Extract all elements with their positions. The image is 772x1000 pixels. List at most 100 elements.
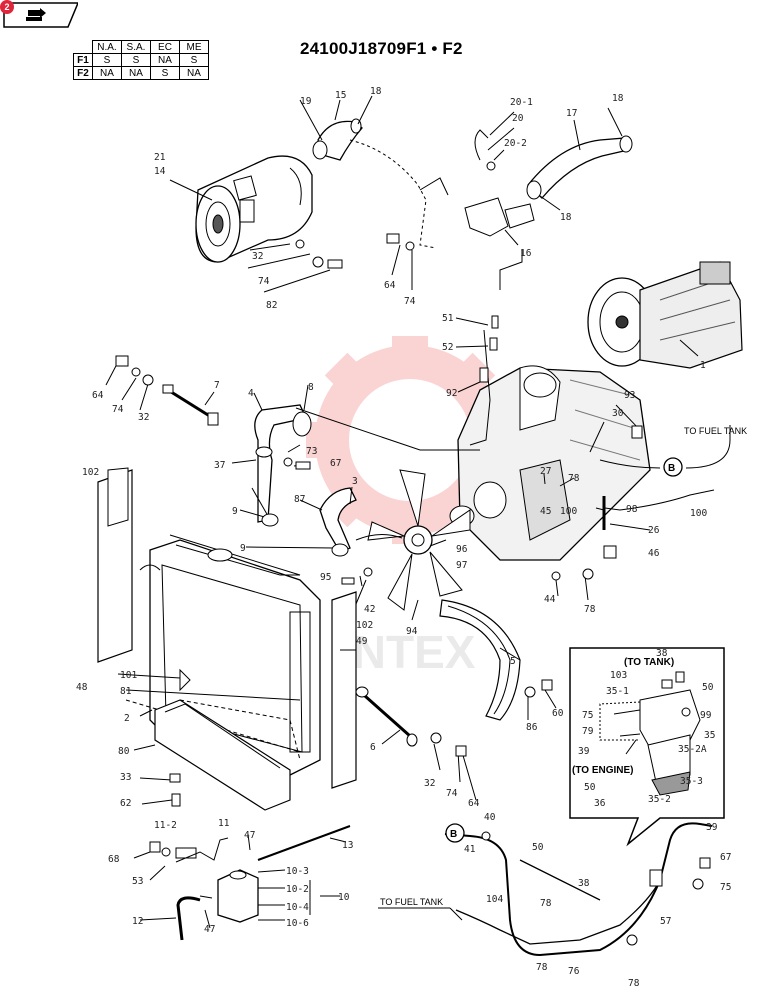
part-callout: 20 <box>512 113 524 124</box>
part-callout: 47 <box>204 924 215 935</box>
part-callout: 12 <box>132 916 143 927</box>
part-callout: 75 <box>582 710 593 721</box>
part-callout: 10-4 <box>286 902 309 913</box>
part-callout: 5 <box>510 656 516 667</box>
part-callout: 32 <box>424 778 435 789</box>
to-engine-label: (TO ENGINE) <box>572 765 633 776</box>
part-callout: 60 <box>552 708 564 719</box>
part-callout: 86 <box>526 722 538 733</box>
part-callout: 102 <box>82 467 99 478</box>
part-callout: 102 <box>356 620 373 631</box>
part-callout: 80 <box>118 746 130 757</box>
cooling-fan <box>367 469 471 611</box>
page-badge: 2 <box>0 0 14 14</box>
connector-b-label: B <box>668 463 675 474</box>
part-callout: 97 <box>456 560 467 571</box>
part-callout: 18 <box>370 86 382 97</box>
part-callout: 19 <box>300 96 312 107</box>
air-cleaner <box>195 155 313 263</box>
to-tank-label: (TO TANK) <box>624 657 674 668</box>
part-callout: 1 <box>700 360 706 371</box>
radiator-hose-upper <box>254 404 307 523</box>
part-callout: 3 <box>352 476 358 487</box>
part-callout: 73 <box>306 446 317 457</box>
engine-block <box>449 365 651 561</box>
pointer-hand-icon <box>28 8 46 18</box>
part-callout: 81 <box>120 686 132 697</box>
part-callout: 26 <box>648 525 660 536</box>
part-callout: 20-2 <box>504 138 527 149</box>
part-callout: 17 <box>566 108 577 119</box>
part-callout: 57 <box>660 916 671 927</box>
part-callout: 62 <box>120 798 131 809</box>
part-callout: 46 <box>648 548 660 559</box>
radiator-mount <box>154 699 291 811</box>
model-cell: NA <box>179 66 209 80</box>
part-callout: 53 <box>132 876 143 887</box>
part-callout: 10 <box>338 892 350 903</box>
part-callout: 49 <box>356 636 368 647</box>
part-callout: 64 <box>384 280 396 291</box>
part-callout: 9 <box>240 543 246 554</box>
part-callout: 100 <box>560 506 577 517</box>
part-callout: 39 <box>706 822 718 833</box>
part-callout: 37 <box>214 460 225 471</box>
part-callout: 11 <box>218 818 230 829</box>
part-callout: 39 <box>578 746 590 757</box>
part-callout: 2 <box>124 713 130 724</box>
part-callout: 76 <box>568 966 580 977</box>
part-callout: 7 <box>214 380 220 391</box>
part-callout: 9 <box>232 506 238 517</box>
part-callouts: 19 15 18 20-1 20 20-2 17 18 21 14 32 74 … <box>76 86 731 989</box>
part-callout: 18 <box>612 93 624 104</box>
part-callout: 94 <box>406 626 418 637</box>
part-callout: 78 <box>628 978 640 989</box>
part-callout: 32 <box>138 412 149 423</box>
part-callout: 92 <box>446 388 457 399</box>
part-callout: 78 <box>536 962 548 973</box>
part-callout: 48 <box>76 682 88 693</box>
connector-b-marker: B <box>445 823 465 843</box>
part-callout: 10-3 <box>286 866 309 877</box>
back-nav-tab[interactable] <box>0 0 78 30</box>
intake-hose <box>317 120 363 161</box>
part-callout: 35 <box>704 730 715 741</box>
valve-bracket <box>464 197 509 237</box>
part-callout: 50 <box>532 842 544 853</box>
model-applicability-table: N.A. S.A. EC ME F1 S S NA S F2 NA NA S N… <box>73 40 209 80</box>
upper-hose <box>527 137 629 199</box>
connector-b-marker: B <box>663 457 683 477</box>
part-callout: 38 <box>578 878 590 889</box>
part-callout: 35-2A <box>678 744 707 755</box>
to-fuel-tank-label: TO FUEL TANK <box>684 426 747 436</box>
radiator-hose-lower <box>319 487 357 553</box>
part-callout: 35-1 <box>606 686 629 697</box>
part-callout: 78 <box>568 473 580 484</box>
part-callout: 18 <box>560 212 572 223</box>
part-callout: 74 <box>404 296 416 307</box>
diagram-title: 24100J18709F1 • F2 <box>300 39 463 58</box>
part-callout: 68 <box>108 854 120 865</box>
part-callout: 74 <box>446 788 458 799</box>
part-callout: 6 <box>370 742 376 753</box>
part-callout: 45 <box>540 506 551 517</box>
part-callout: 101 <box>120 670 137 681</box>
part-callout: 4 <box>248 388 254 399</box>
part-callout: 100 <box>690 508 707 519</box>
part-callout: 38 <box>656 648 668 659</box>
part-callout: 44 <box>544 594 556 605</box>
part-callout: 36 <box>594 798 606 809</box>
part-callout: 93 <box>624 390 635 401</box>
part-callout: 67 <box>720 852 731 863</box>
stay-rod-lower <box>364 694 411 738</box>
part-callout: 79 <box>582 726 594 737</box>
part-callout: 64 <box>92 390 104 401</box>
part-callout: 95 <box>320 572 331 583</box>
model-cell: NA <box>121 66 151 80</box>
part-callout: 74 <box>258 276 270 287</box>
part-callout: 50 <box>584 782 596 793</box>
part-callout: 35-3 <box>680 776 703 787</box>
part-callout: 11-2 <box>154 820 177 831</box>
part-callout: 75 <box>720 882 731 893</box>
